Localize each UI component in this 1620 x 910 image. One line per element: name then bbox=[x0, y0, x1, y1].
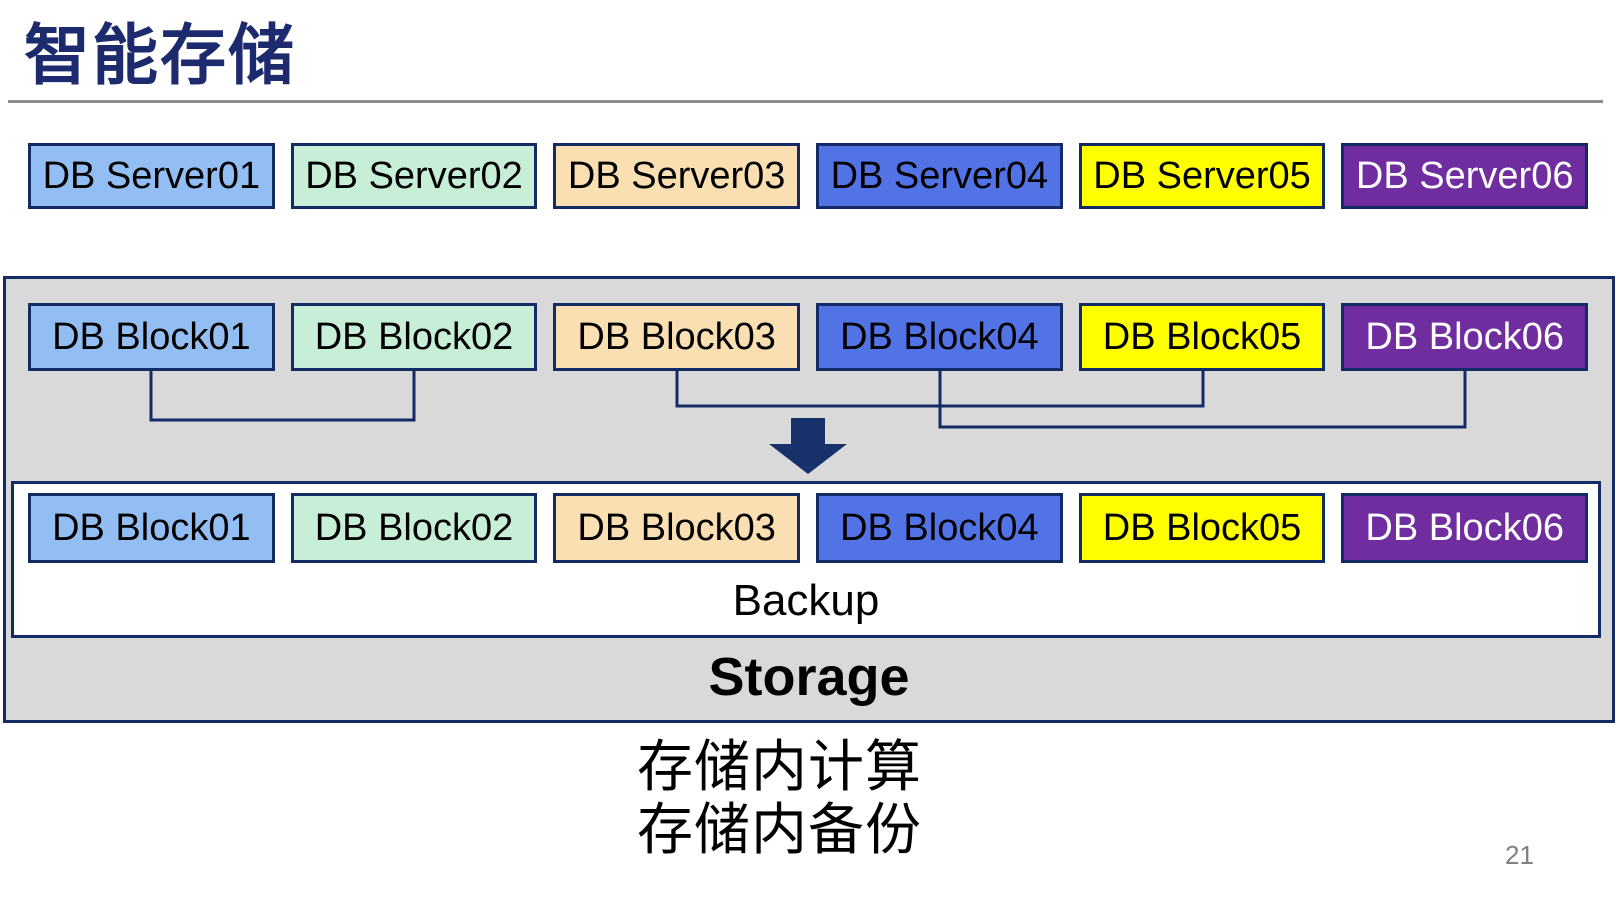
db-block-top-02: DB Block02 bbox=[290, 303, 538, 371]
backup-box bbox=[11, 481, 1601, 638]
db-server-box-05: DB Server05 bbox=[1078, 143, 1326, 209]
db-block-bottom-02: DB Block02 bbox=[290, 493, 538, 563]
db-block-bottom-05: DB Block05 bbox=[1078, 493, 1326, 563]
db-server-box-06: DB Server06 bbox=[1341, 143, 1589, 209]
db-block-row-bottom: DB Block01 DB Block02 DB Block03 DB Bloc… bbox=[28, 493, 1589, 563]
db-server-box-01: DB Server01 bbox=[28, 143, 275, 209]
page-number: 21 bbox=[1505, 840, 1534, 870]
db-block-top-04: DB Block04 bbox=[816, 303, 1063, 371]
storage-label: Storage bbox=[708, 647, 910, 707]
caption-line-2: 存储内备份 bbox=[637, 798, 922, 861]
db-block-bottom-01: DB Block01 bbox=[28, 493, 275, 563]
db-server-box-04: DB Server04 bbox=[816, 143, 1063, 209]
db-block-bottom-04: DB Block04 bbox=[816, 493, 1063, 563]
db-block-bottom-06: DB Block06 bbox=[1341, 493, 1589, 563]
caption-line-1: 存储内计算 bbox=[637, 735, 922, 798]
db-block-top-03: DB Block03 bbox=[553, 303, 801, 371]
db-block-top-01: DB Block01 bbox=[28, 303, 275, 371]
db-block-top-05: DB Block05 bbox=[1078, 303, 1326, 371]
backup-label: Backup bbox=[732, 576, 880, 625]
db-block-top-06: DB Block06 bbox=[1341, 303, 1589, 371]
block-connector-lines bbox=[149, 371, 1467, 429]
db-server-row: DB Server01 DB Server02 DB Server03 DB S… bbox=[28, 143, 1589, 209]
db-block-bottom-03: DB Block03 bbox=[553, 493, 801, 563]
db-server-box-03: DB Server03 bbox=[553, 143, 801, 209]
caption: 存储内计算 存储内备份 bbox=[637, 735, 922, 861]
db-block-row-top: DB Block01 DB Block02 DB Block03 DB Bloc… bbox=[28, 303, 1589, 371]
slide-title: 智能存储 bbox=[24, 18, 296, 92]
title-divider bbox=[8, 100, 1603, 103]
down-arrow-icon bbox=[769, 418, 847, 474]
db-server-box-02: DB Server02 bbox=[290, 143, 538, 209]
